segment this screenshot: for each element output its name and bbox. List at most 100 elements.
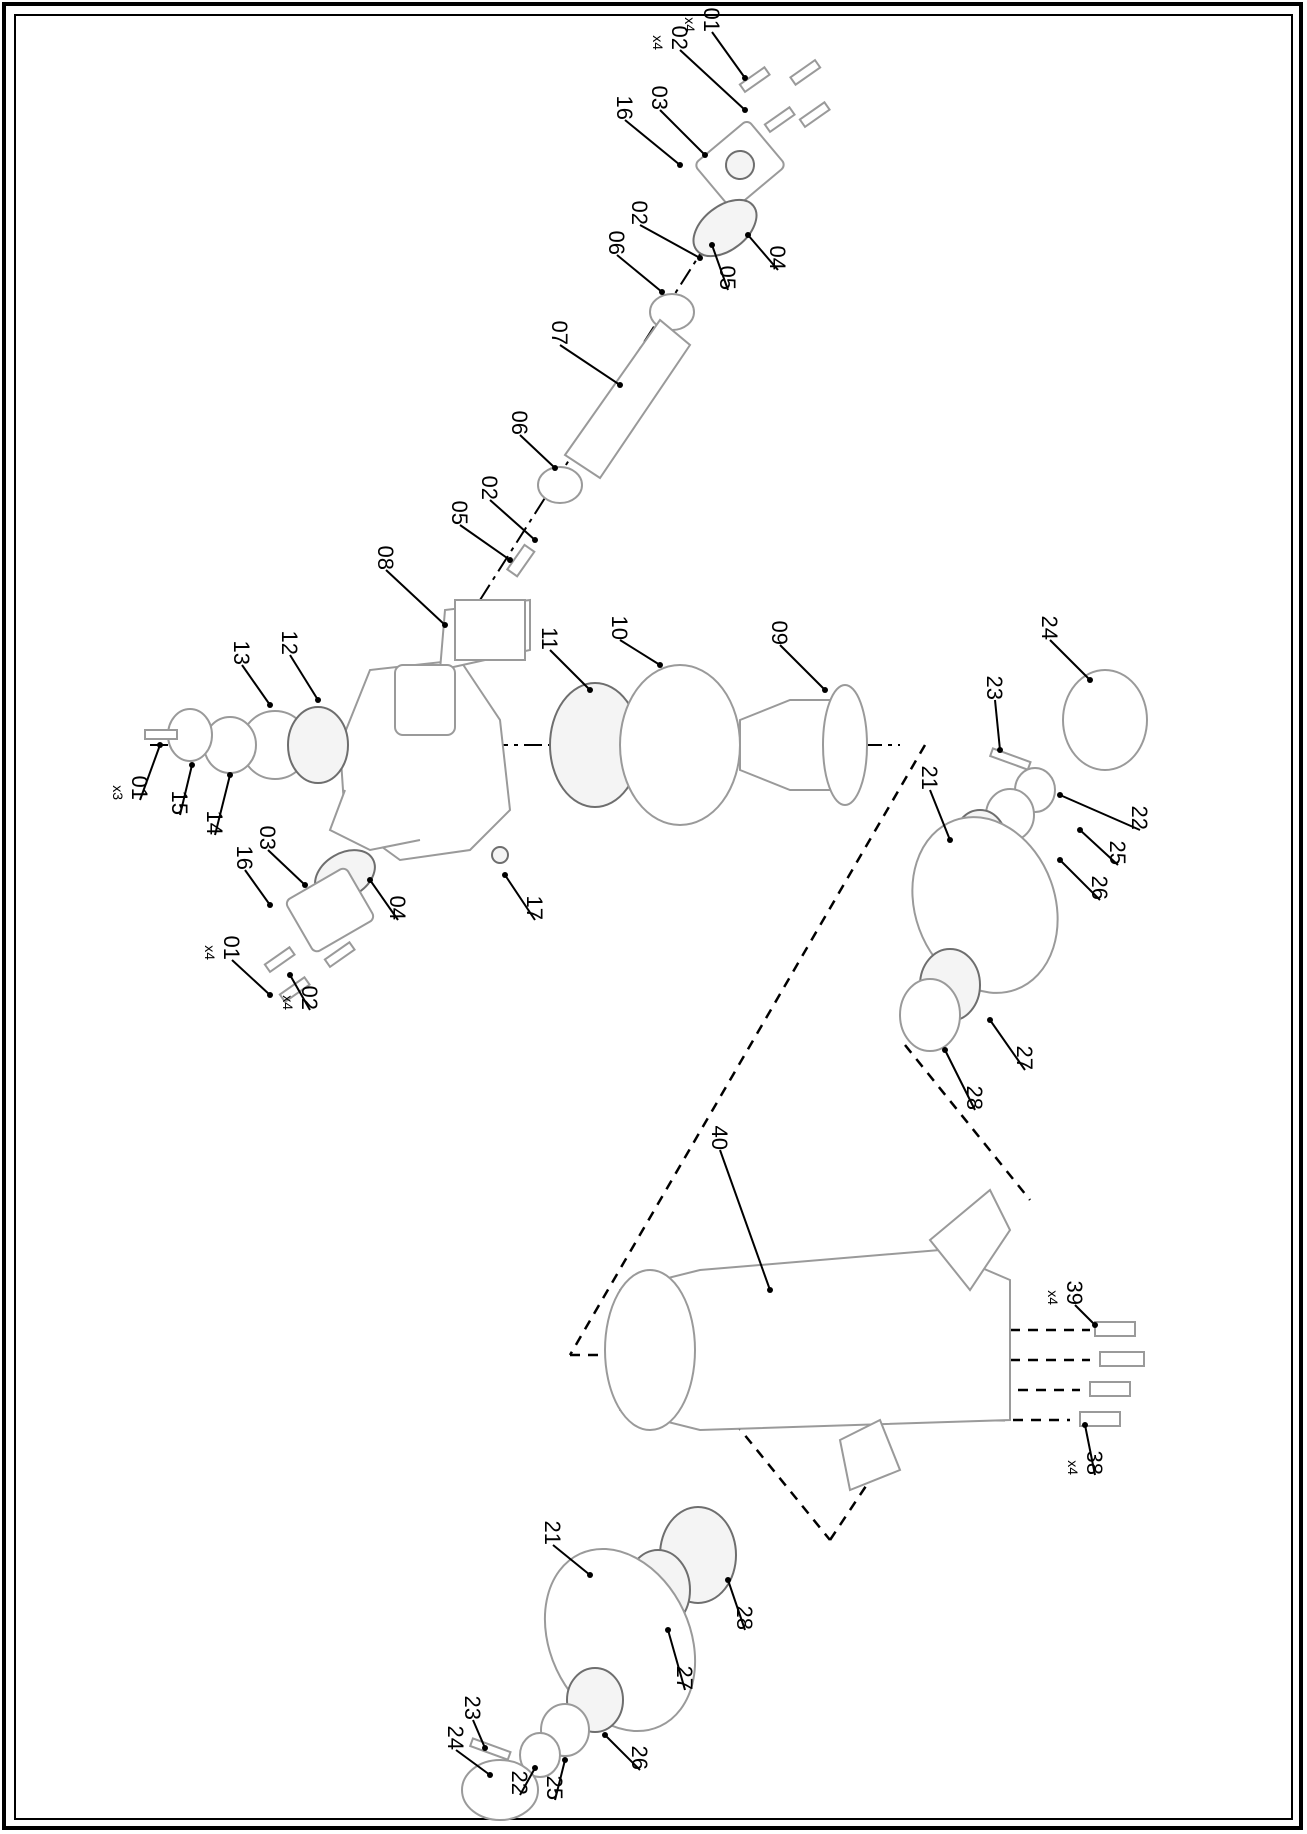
callout-label: 08 xyxy=(373,546,398,570)
callout-label: 22 xyxy=(507,1771,532,1795)
leader-line xyxy=(639,224,701,259)
leader-line xyxy=(554,1759,566,1801)
cover-plate-top xyxy=(695,120,785,210)
leader-arrowhead xyxy=(697,255,703,261)
leader-line xyxy=(1079,829,1119,866)
callout-label: 13 xyxy=(229,641,254,665)
leader-line xyxy=(994,699,1001,751)
leader-arrowhead xyxy=(267,992,273,998)
upper-parts xyxy=(144,58,868,1004)
leader-arrowhead xyxy=(267,902,273,908)
callout-label: 25 xyxy=(542,1776,567,1800)
leader-arrowhead xyxy=(552,465,558,471)
leader-line xyxy=(472,1719,486,1749)
leader-line xyxy=(504,874,536,921)
callout-21: 21 xyxy=(917,766,953,843)
leader-line xyxy=(139,744,161,801)
leader-line xyxy=(659,109,706,156)
callout-label: 24 xyxy=(1037,616,1062,640)
callout-07: 07 xyxy=(547,321,623,388)
bolt-left-3 xyxy=(323,940,356,969)
callout-22: 22 xyxy=(507,1765,538,1796)
callout-label: 24 xyxy=(443,1726,468,1750)
leader-line xyxy=(455,1749,491,1776)
gasket-top xyxy=(692,198,758,258)
callout-26: 26 xyxy=(602,1732,652,1771)
leader-line xyxy=(667,1629,686,1691)
leader-arrowhead xyxy=(1082,1422,1088,1428)
callout-label: 05 xyxy=(447,501,472,525)
leader-arrowhead xyxy=(822,687,828,693)
leader-line xyxy=(519,1767,536,1796)
leader-arrowhead xyxy=(532,537,538,543)
leader-arrowhead xyxy=(997,747,1003,753)
leader-arrowhead xyxy=(677,162,683,168)
callout-03: 03 xyxy=(255,826,308,888)
seal-28b xyxy=(899,978,961,1052)
leader-line xyxy=(267,849,306,886)
leader-line xyxy=(489,499,536,541)
leader-arrowhead xyxy=(287,972,293,978)
callout-16: 16 xyxy=(612,96,683,168)
leader-arrowhead xyxy=(587,1572,593,1578)
callout-24: 24 xyxy=(443,1726,493,1778)
leader-line xyxy=(711,31,746,79)
hub-21b xyxy=(911,816,1059,994)
callout-label: 03 xyxy=(255,826,280,850)
leader-arrowhead xyxy=(657,662,663,668)
leader-line xyxy=(604,1734,641,1771)
callout-label: 02 xyxy=(297,986,322,1010)
pin-23b xyxy=(988,747,1032,771)
callout-23: 23 xyxy=(460,1696,488,1751)
leader-line xyxy=(779,644,826,691)
callout-24: 24 xyxy=(1037,616,1093,683)
leader-line xyxy=(289,654,319,701)
plate-14 xyxy=(203,716,257,774)
callout-label: 04 xyxy=(765,246,790,270)
callout-quantity: x4 xyxy=(202,945,218,960)
leader-arrowhead xyxy=(942,1047,948,1053)
bolt-left-1 xyxy=(263,945,296,974)
leader-arrowhead xyxy=(617,382,623,388)
leader-arrowhead xyxy=(157,742,163,748)
leader-arrowhead xyxy=(742,75,748,81)
callout-22: 22 xyxy=(1057,792,1152,831)
leader-line xyxy=(747,234,779,271)
leader-line xyxy=(552,1544,591,1576)
callout-label: 02 xyxy=(627,201,652,225)
callout-05: 05 xyxy=(447,501,513,563)
leader-line xyxy=(1074,1304,1096,1326)
leader-arrowhead xyxy=(587,687,593,693)
callout-quantity: x3 xyxy=(110,785,126,800)
callout-label: 01 xyxy=(127,776,152,800)
callout-label: 02 xyxy=(667,26,692,50)
leader-line xyxy=(244,869,271,906)
leader-line xyxy=(1049,639,1091,681)
bolt-01-x3 xyxy=(144,729,178,740)
leader-line xyxy=(711,244,729,291)
seal-mid xyxy=(537,466,583,504)
breather-17 xyxy=(491,846,509,864)
callout-28: 28 xyxy=(725,1577,757,1631)
callout-11: 11 xyxy=(537,627,593,693)
callout-label: 26 xyxy=(1087,876,1112,900)
leader-arrowhead xyxy=(502,872,508,878)
callout-label: 12 xyxy=(277,631,302,655)
callout-label: 05 xyxy=(715,266,740,290)
leader-line xyxy=(1059,794,1141,831)
bearing-12 xyxy=(287,706,349,784)
callout-04: 04 xyxy=(367,877,410,921)
leader-arrowhead xyxy=(267,702,273,708)
callout-27: 27 xyxy=(987,1017,1037,1071)
leader-line xyxy=(624,119,681,166)
leader-line xyxy=(519,434,556,469)
leader-arrowhead xyxy=(745,232,751,238)
callout-label: 39 xyxy=(1062,1281,1087,1305)
callout-40: 40 xyxy=(707,1126,773,1293)
cover-plate-left xyxy=(285,867,375,953)
right-hub-assembly xyxy=(899,669,1148,1052)
leader-arrowhead xyxy=(987,1017,993,1023)
